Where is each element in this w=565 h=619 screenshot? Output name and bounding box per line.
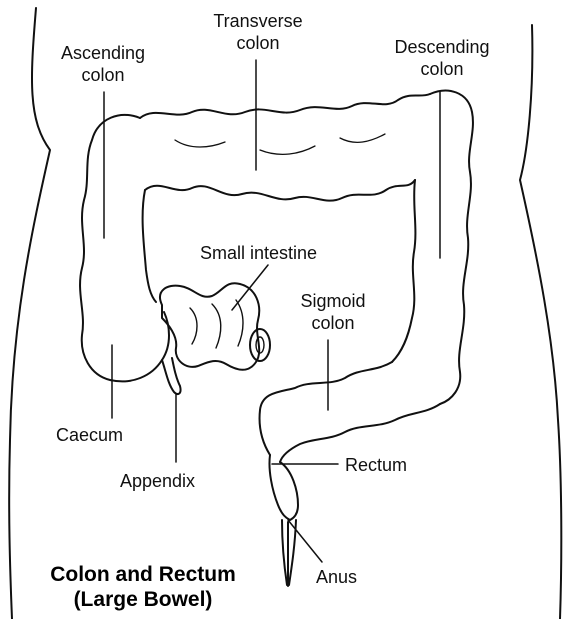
body-outline-left: [9, 8, 50, 619]
label-transverse-line1: Transverse: [198, 10, 318, 32]
label-descending-line2: colon: [372, 58, 512, 80]
transverse-colon-bottom: [145, 180, 415, 201]
label-descending-line1: Descending: [372, 36, 512, 58]
label-ascending-line2: colon: [38, 64, 168, 86]
small-intestine-loop: [250, 329, 270, 361]
small-intestine: [160, 283, 259, 370]
diagram-caption: Colon and Rectum (Large Bowel): [12, 562, 274, 612]
caption-line2: (Large Bowel): [12, 587, 274, 612]
transverse-colon-top: [140, 94, 430, 118]
label-sigmoid-line2: colon: [290, 312, 376, 334]
transverse-haustra: [175, 134, 385, 154]
label-rectum: Rectum: [345, 454, 407, 476]
label-caecum: Caecum: [56, 424, 123, 446]
leader-small-intestine: [232, 265, 268, 310]
label-descending-colon: Descending colon: [372, 36, 512, 80]
label-ascending-line1: Ascending: [38, 42, 168, 64]
label-appendix: Appendix: [120, 470, 195, 492]
label-transverse-colon: Transverse colon: [198, 10, 318, 54]
label-transverse-line2: colon: [198, 32, 318, 54]
body-outline-right: [520, 25, 561, 619]
label-ascending-colon: Ascending colon: [38, 42, 168, 86]
label-anus: Anus: [316, 566, 357, 588]
label-sigmoid-line1: Sigmoid: [290, 290, 376, 312]
ascending-colon-inner: [143, 190, 156, 302]
ascending-colon-outer: [80, 115, 169, 381]
descending-colon-outer: [430, 91, 473, 404]
label-small-intestine: Small intestine: [200, 242, 317, 264]
sigmoid-colon-top: [259, 362, 392, 455]
anal-canal: [282, 520, 296, 586]
descending-colon-inner: [392, 180, 415, 362]
caption-line1: Colon and Rectum: [12, 562, 274, 587]
label-sigmoid-colon: Sigmoid colon: [290, 290, 376, 334]
appendix: [162, 358, 181, 394]
